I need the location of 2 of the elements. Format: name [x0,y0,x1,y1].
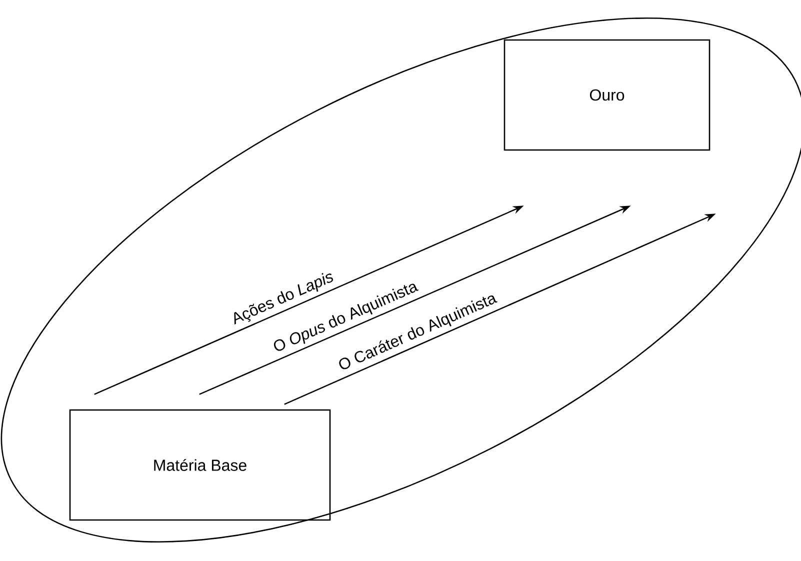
text-box: Matéria Base [69,409,331,521]
text-box: Ouro [504,39,710,151]
